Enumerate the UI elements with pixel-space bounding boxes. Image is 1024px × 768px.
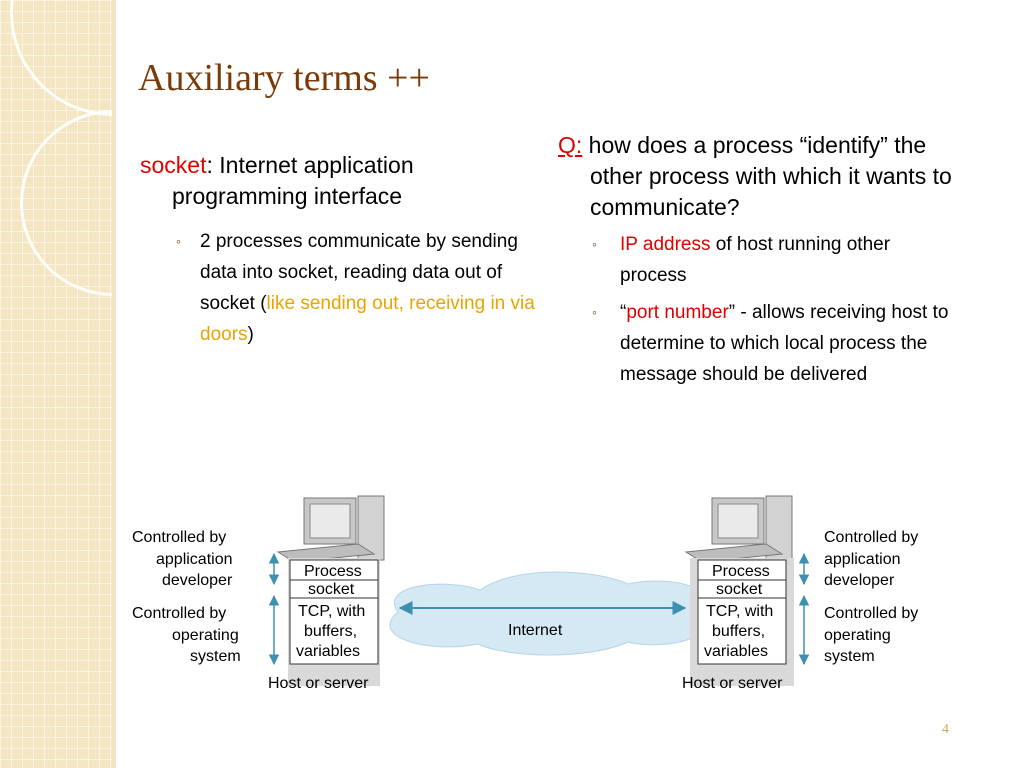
control-label: developer bbox=[824, 572, 895, 589]
control-label: Controlled by bbox=[824, 529, 918, 546]
tcp-line: variables bbox=[296, 643, 360, 660]
port-bullet-pre: “ bbox=[620, 302, 627, 323]
ring-bullet-icon: ◦ bbox=[592, 236, 597, 252]
socket-diagram: Internet Process socket TCP, with buffer… bbox=[128, 492, 952, 702]
tcp-box bbox=[289, 597, 379, 665]
left-host: Process socket TCP, with buffers, variab… bbox=[132, 495, 385, 692]
decorative-sidebar bbox=[0, 0, 216, 768]
control-label: application bbox=[156, 551, 233, 568]
left-column: socket: Internet application programming… bbox=[140, 150, 540, 350]
q-label: Q: bbox=[558, 132, 583, 158]
control-label: Controlled by bbox=[132, 529, 226, 546]
socket-bullet-text: 2 processes communicate by sending data … bbox=[200, 231, 518, 314]
socket-label: socket bbox=[716, 581, 763, 598]
question: Q: how does a process “identify” the oth… bbox=[558, 130, 958, 223]
socket-term: socket bbox=[140, 152, 207, 178]
tcp-line: variables bbox=[704, 643, 768, 660]
control-label: application bbox=[824, 551, 901, 568]
ip-bullet: ◦ IP address of host running other proce… bbox=[558, 229, 958, 291]
host-label: Host or server bbox=[682, 675, 783, 692]
ring-bullet-icon: ◦ bbox=[176, 233, 181, 249]
socket-label: socket bbox=[308, 581, 355, 598]
socket-bullet: ◦ 2 processes communicate by sending dat… bbox=[140, 226, 540, 350]
socket-definition-text: : Internet application programming inter… bbox=[172, 152, 414, 209]
control-label: system bbox=[824, 648, 875, 665]
control-label: system bbox=[190, 648, 241, 665]
page-number: 4 bbox=[942, 722, 949, 737]
ring-bullet-icon: ◦ bbox=[592, 304, 597, 320]
host-label: Host or server bbox=[268, 675, 369, 692]
socket-definition: socket: Internet application programming… bbox=[140, 150, 540, 212]
process-label: Process bbox=[304, 563, 362, 580]
ip-address-highlight: IP address bbox=[620, 234, 711, 255]
tcp-box bbox=[697, 597, 787, 665]
sidebar-edge bbox=[112, 0, 116, 768]
control-label: developer bbox=[162, 572, 233, 589]
control-label: Controlled by bbox=[132, 605, 226, 622]
internet-label: Internet bbox=[508, 622, 563, 639]
control-label: Controlled by bbox=[824, 605, 918, 622]
port-number-highlight: port number bbox=[626, 302, 729, 323]
tcp-line: buffers, bbox=[304, 623, 357, 640]
socket-diagram-svg: Internet Process socket TCP, with buffer… bbox=[132, 495, 918, 692]
ip-bullet-text: of host running other process bbox=[620, 234, 891, 286]
control-label: operating bbox=[824, 627, 891, 644]
internet-cloud bbox=[389, 571, 706, 656]
control-label: operating bbox=[172, 627, 239, 644]
slide-title: Auxiliary terms ++ bbox=[138, 57, 430, 99]
tcp-line: buffers, bbox=[712, 623, 765, 640]
question-text: how does a process “identify” the other … bbox=[582, 132, 952, 220]
port-bullet: ◦ “port number” - allows receiving host … bbox=[558, 297, 958, 390]
port-bullet-text: ” - allows receiving host to determine t… bbox=[620, 302, 949, 385]
tcp-line: TCP, with bbox=[706, 603, 773, 620]
socket-bullet-end: ) bbox=[247, 324, 254, 345]
process-label: Process bbox=[712, 563, 770, 580]
tcp-line: TCP, with bbox=[298, 603, 365, 620]
right-column: Q: how does a process “identify” the oth… bbox=[558, 130, 958, 390]
right-host: Process socket TCP, with buffers, variab… bbox=[682, 495, 918, 692]
socket-bullet-highlight: like sending out, receiving in via doors bbox=[200, 293, 535, 345]
